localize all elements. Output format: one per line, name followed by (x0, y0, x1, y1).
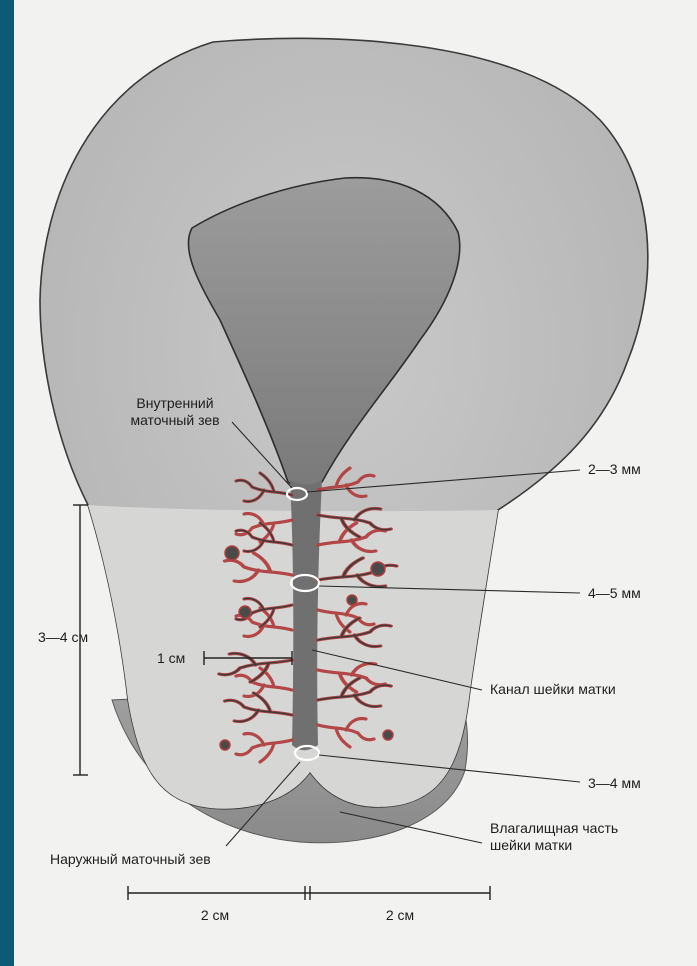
internal-os-dimension: 2—3 мм (588, 461, 641, 478)
width-left-label: 2 см (175, 907, 255, 924)
internal-os-label-line2: маточный зев (110, 412, 240, 429)
gland-depth-label: 1 см (157, 650, 185, 667)
vaginal-part-label-line2: шейки матки (490, 837, 618, 854)
cervical-canal (290, 480, 322, 750)
width-right-label: 2 см (360, 907, 440, 924)
internal-os-label-line1: Внутренний (110, 395, 240, 412)
external-os-dimension: 3—4 мм (588, 775, 641, 792)
canal-label: Канал шейки матки (490, 681, 616, 698)
page-edge (0, 0, 14, 966)
vaginal-part-label: Влагалищная часть шейки матки (490, 820, 618, 854)
internal-os-label: Внутренний маточный зев (110, 395, 240, 429)
cervix-length-label: 3—4 см (38, 629, 88, 646)
vaginal-part-label-line1: Влагалищная часть (490, 820, 618, 837)
external-os-label: Наружный маточный зев (50, 851, 211, 868)
mid-canal-dimension: 4—5 мм (588, 585, 641, 602)
